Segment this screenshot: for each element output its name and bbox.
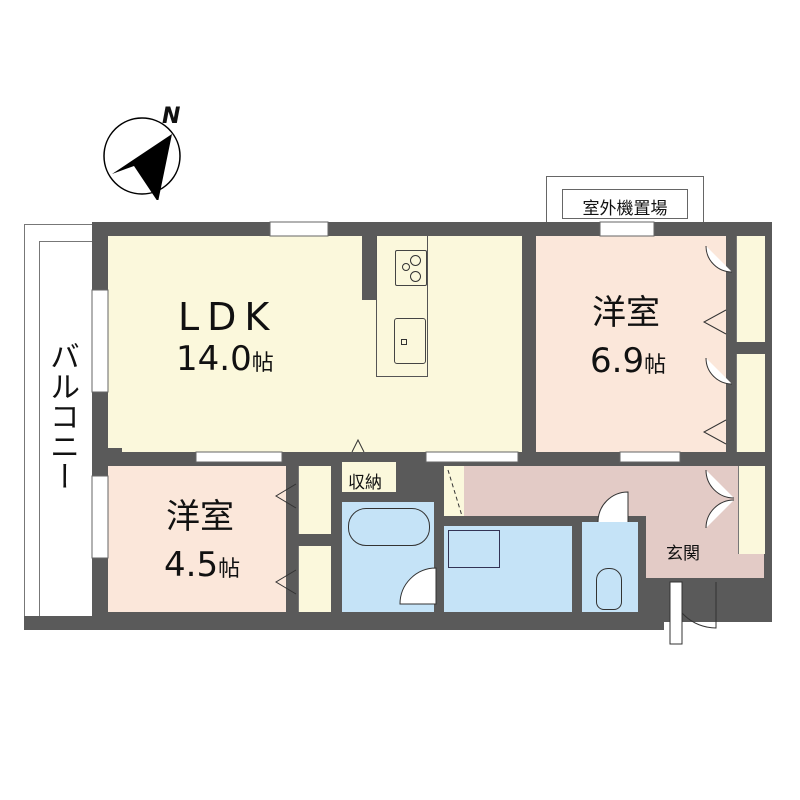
- closet-right-upper: [736, 236, 765, 342]
- western-large-name: 洋室: [592, 293, 660, 333]
- storage: 収納: [342, 462, 396, 493]
- western-large-size: 6.9帖: [590, 341, 667, 381]
- north-label: N: [162, 104, 181, 129]
- compass: N: [100, 100, 200, 200]
- outer-wall-bottom: [24, 616, 664, 630]
- north-arrow-icon: [103, 117, 181, 200]
- room-ldk-lower: [122, 300, 522, 452]
- toilet-icon: [596, 568, 622, 610]
- outdoor-unit-label-box: 室外機置場: [562, 189, 688, 219]
- bathtub-icon: [348, 508, 430, 546]
- shoe-closet: [738, 466, 765, 554]
- room-western-large: [536, 236, 726, 452]
- toilet: [582, 522, 638, 612]
- room-western-small: [108, 466, 286, 612]
- balcony-label: バルコニー: [44, 341, 79, 491]
- kitchen-wall: [362, 236, 376, 300]
- kitchen-sink-icon: [394, 318, 426, 364]
- washroom: [444, 526, 572, 612]
- entrance-label: 玄関: [666, 544, 700, 564]
- closet-right-lower: [736, 354, 765, 452]
- outdoor-unit-label: 室外機置場: [582, 199, 668, 219]
- western-small-name: 洋室: [166, 497, 234, 537]
- wash-basin-icon: [448, 530, 500, 568]
- storage-label: 収納: [348, 473, 382, 493]
- ldk-size: 14.0帖: [176, 339, 274, 379]
- closet-small-lower: [298, 546, 331, 612]
- closet-small-upper: [298, 466, 331, 534]
- western-small-size: 4.5帖: [164, 545, 241, 585]
- kitchen-counter-ext: [376, 300, 391, 377]
- ldk-name: LDK: [178, 295, 278, 339]
- stove-icon: [395, 250, 427, 286]
